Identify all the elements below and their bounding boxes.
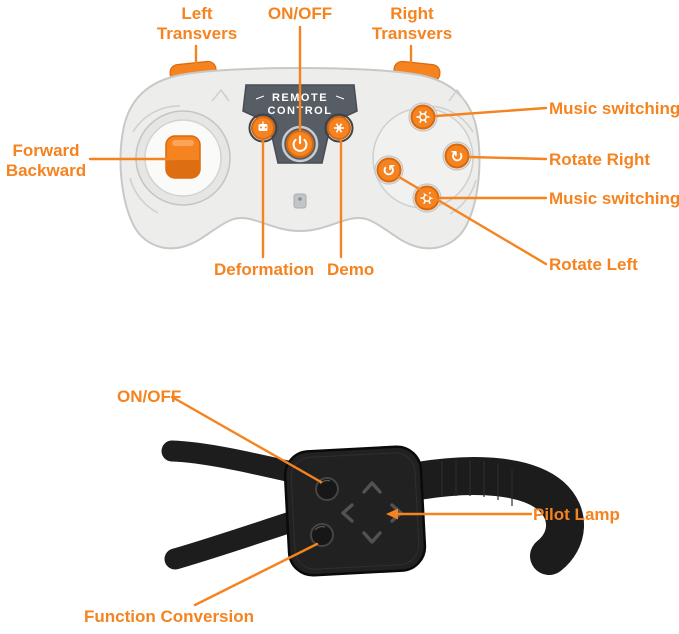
watch-face xyxy=(283,445,427,577)
joystick-cap xyxy=(165,135,201,179)
label-right-transvers: Right Transvers xyxy=(371,4,453,44)
label-music-switching-top: Music switching xyxy=(549,99,679,118)
callout-line-music-top xyxy=(434,106,548,118)
strap-upper-prong xyxy=(161,440,307,484)
label-music-switching-bottom: Music switching xyxy=(549,189,679,208)
demo-icon xyxy=(334,123,344,133)
watch-on-off-button xyxy=(315,477,339,501)
music-switching-top-button xyxy=(408,102,438,132)
music-switching-bottom-button xyxy=(412,183,442,213)
function-conversion-button xyxy=(310,523,334,547)
rotate-left-button: ↺ xyxy=(374,155,404,185)
label-pilot-lamp: Pilot Lamp xyxy=(533,505,620,524)
wristband-illustration xyxy=(161,440,584,577)
controller-illustration: REMOTE CONTROL xyxy=(119,60,481,250)
label-rotate-right: Rotate Right xyxy=(549,150,651,169)
arrow-up-icon xyxy=(362,481,382,494)
power-button xyxy=(281,125,319,163)
callout-line-function-conversion xyxy=(193,542,319,607)
callout-line-watch-on-off xyxy=(170,395,323,484)
deformation-button xyxy=(248,113,278,143)
indicator-light xyxy=(293,193,307,209)
label-rotate-left: Rotate Left xyxy=(549,255,638,274)
body-ornaments xyxy=(129,88,477,215)
callout-line-rotate-right xyxy=(468,155,548,161)
label-demo: Demo xyxy=(327,260,375,279)
label-watch-on-off: ON/OFF xyxy=(117,387,182,406)
arrow-down-icon xyxy=(362,531,382,544)
label-left-transvers: Left Transvers xyxy=(156,4,238,44)
joystick xyxy=(135,110,231,206)
deformation-icon xyxy=(258,121,268,131)
label-forward-backward: Forward Backward xyxy=(5,141,87,181)
callout-line-rotate-left xyxy=(397,175,548,266)
power-icon xyxy=(292,135,308,152)
rotate-right-icon: ↻ xyxy=(450,147,463,166)
demo-button xyxy=(324,113,354,143)
strap-right-band xyxy=(399,457,584,575)
pilot-lamp-arrowhead xyxy=(386,508,398,520)
rotate-right-button: ↻ xyxy=(442,141,472,171)
strap-ribbing xyxy=(441,460,513,506)
rotate-left-icon: ↺ xyxy=(382,161,395,180)
label-on-off: ON/OFF xyxy=(267,4,333,23)
arrow-left-icon xyxy=(341,503,354,523)
callout-lines xyxy=(88,25,548,607)
strap-lower-prong xyxy=(164,510,305,570)
music-switching-top-icon xyxy=(416,110,430,124)
label-function-conversion: Function Conversion xyxy=(84,607,254,626)
label-deformation: Deformation xyxy=(214,260,315,279)
button-cluster: ↻ ↺ xyxy=(372,102,474,213)
